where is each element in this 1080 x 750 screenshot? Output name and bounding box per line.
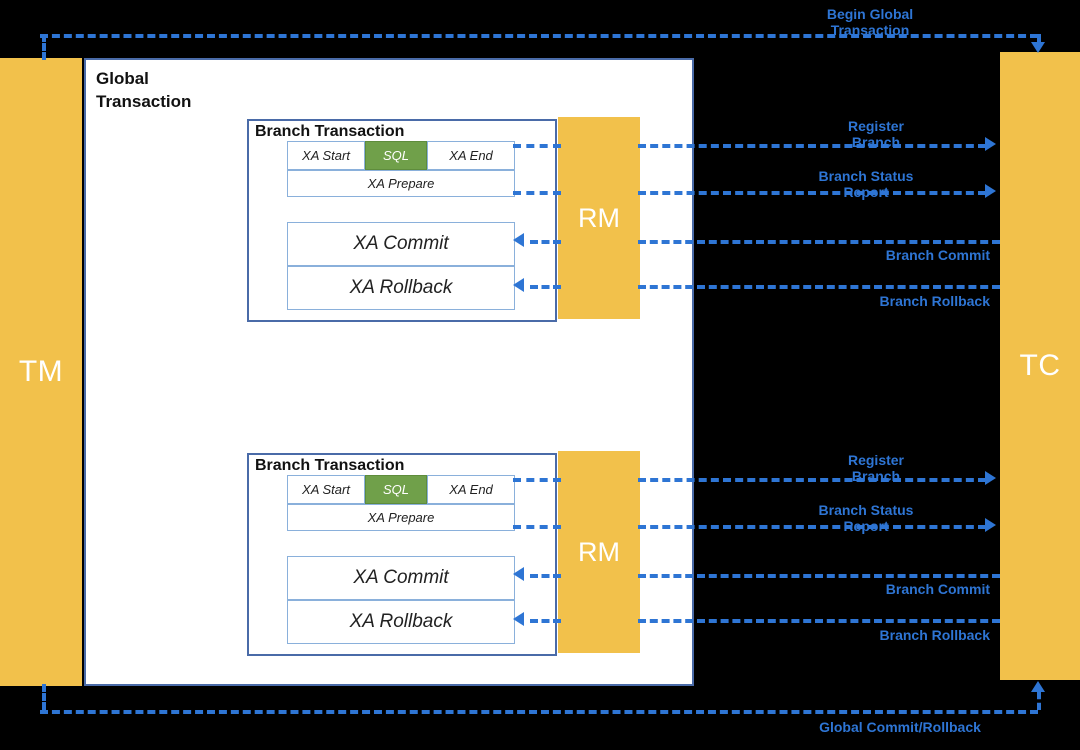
message-branch-1-commit: Branch Commit [800, 247, 990, 263]
message-branch-2-rollback: Branch Rollback [800, 627, 990, 643]
branch-transaction-2: Branch Transaction XA Start SQL XA End X… [247, 453, 557, 656]
connector-branch-2-status-left [513, 525, 561, 529]
message-global-commit-rollback-label: Global Commit/Rollback [819, 719, 981, 735]
branch-transaction-1-title: Branch Transaction [255, 123, 405, 140]
connector-global-commit-vertical-right [1037, 692, 1041, 710]
branch-transaction-2-title: Branch Transaction [255, 457, 405, 474]
connector-branch-2-register-left [513, 478, 561, 482]
arrowhead-begin-global [1031, 42, 1045, 53]
message-branch-1-status-line-1: Branch Status [818, 168, 914, 184]
connector-branch-1-commit-right [638, 240, 1000, 244]
arrowhead-branch-2-register [985, 471, 996, 485]
connector-begin-global-horizontal [40, 34, 1038, 38]
actor-tc-label: TC [1019, 349, 1061, 382]
branch-1-step-sql[interactable]: SQL [365, 141, 427, 170]
message-begin-global-transaction: Begin Global Transaction [795, 6, 945, 38]
message-branch-1-register: Register Branch [806, 118, 946, 150]
message-branch-2-register-line-2: Branch [851, 468, 901, 485]
connector-branch-1-status-left [513, 191, 561, 195]
message-branch-1-rollback: Branch Rollback [800, 293, 990, 309]
message-branch-1-rollback-line-1: Branch Rollback [879, 293, 990, 309]
branch-2-step-xa-end[interactable]: XA End [427, 475, 515, 504]
arrowhead-branch-2-commit [513, 567, 524, 581]
connector-branch-1-status-right [638, 191, 986, 195]
message-begin-global-line-2: Transaction [830, 22, 910, 39]
message-branch-2-status-line-1: Branch Status [818, 502, 914, 518]
arrowhead-branch-1-rollback [513, 278, 524, 292]
message-branch-2-rollback-line-1: Branch Rollback [879, 627, 990, 643]
connector-branch-1-rollback-left [530, 285, 561, 289]
branch-2-action-xa-rollback[interactable]: XA Rollback [287, 600, 515, 644]
connector-global-commit-vertical-left [42, 684, 46, 710]
branch-1-step-xa-start[interactable]: XA Start [287, 141, 365, 170]
message-branch-2-register-line-1: Register [847, 452, 905, 468]
connector-branch-1-commit-left [530, 240, 561, 244]
arrowhead-branch-2-rollback [513, 612, 524, 626]
connector-begin-global-vertical-left [42, 34, 46, 60]
branch-1-action-xa-rollback[interactable]: XA Rollback [287, 266, 515, 310]
message-branch-1-status-line-2: Report [843, 184, 889, 201]
message-branch-2-commit-line-1: Branch Commit [885, 581, 990, 597]
arrowhead-branch-1-register [985, 137, 996, 151]
message-branch-1-status: Branch Status Report [786, 168, 946, 200]
connector-branch-1-register-left [513, 144, 561, 148]
connector-branch-1-rollback-right [638, 285, 1000, 289]
arrowhead-branch-1-commit [513, 233, 524, 247]
connector-begin-global-vertical-right [1037, 34, 1041, 44]
message-branch-2-status-line-2: Report [843, 518, 889, 535]
connector-branch-2-rollback-left [530, 619, 561, 623]
connector-branch-1-register-right [638, 144, 986, 148]
message-branch-1-register-line-2: Branch [851, 134, 901, 151]
resource-manager-1-label: RM [578, 202, 620, 233]
message-branch-2-commit: Branch Commit [800, 581, 990, 597]
connector-branch-2-register-right [638, 478, 986, 482]
global-transaction-title: Global Transaction [96, 68, 236, 114]
resource-manager-2-label: RM [578, 536, 620, 567]
branch-2-step-sql[interactable]: SQL [365, 475, 427, 504]
arrowhead-branch-1-status [985, 184, 996, 198]
connector-global-commit-horizontal [40, 710, 1038, 714]
arrowhead-global-commit [1031, 681, 1045, 692]
arrowhead-branch-2-status [985, 518, 996, 532]
message-begin-global-line-1: Begin Global [826, 6, 914, 22]
global-title-line-1: Global [96, 69, 149, 88]
message-branch-1-commit-line-1: Branch Commit [885, 247, 990, 263]
branch-2-step-xa-start[interactable]: XA Start [287, 475, 365, 504]
message-global-commit-rollback: Global Commit/Rollback [790, 719, 1010, 735]
branch-1-step-xa-prepare[interactable]: XA Prepare [287, 170, 515, 197]
actor-tc[interactable]: TC [1000, 52, 1080, 680]
actor-tm-label: TM [18, 355, 64, 388]
resource-manager-1[interactable]: RM [558, 117, 640, 319]
connector-branch-2-rollback-right [638, 619, 1000, 623]
branch-2-action-xa-commit[interactable]: XA Commit [287, 556, 515, 600]
message-branch-1-register-line-1: Register [847, 118, 905, 134]
branch-2-step-xa-prepare[interactable]: XA Prepare [287, 504, 515, 531]
connector-branch-2-status-right [638, 525, 986, 529]
message-branch-2-status: Branch Status Report [786, 502, 946, 534]
global-title-line-2: Transaction [96, 91, 192, 111]
connector-branch-2-commit-right [638, 574, 1000, 578]
branch-1-step-xa-end[interactable]: XA End [427, 141, 515, 170]
resource-manager-2[interactable]: RM [558, 451, 640, 653]
actor-tm[interactable]: TM [0, 58, 82, 686]
connector-branch-2-commit-left [530, 574, 561, 578]
branch-transaction-1: Branch Transaction XA Start SQL XA End X… [247, 119, 557, 322]
message-branch-2-register: Register Branch [806, 452, 946, 484]
branch-1-action-xa-commit[interactable]: XA Commit [287, 222, 515, 266]
